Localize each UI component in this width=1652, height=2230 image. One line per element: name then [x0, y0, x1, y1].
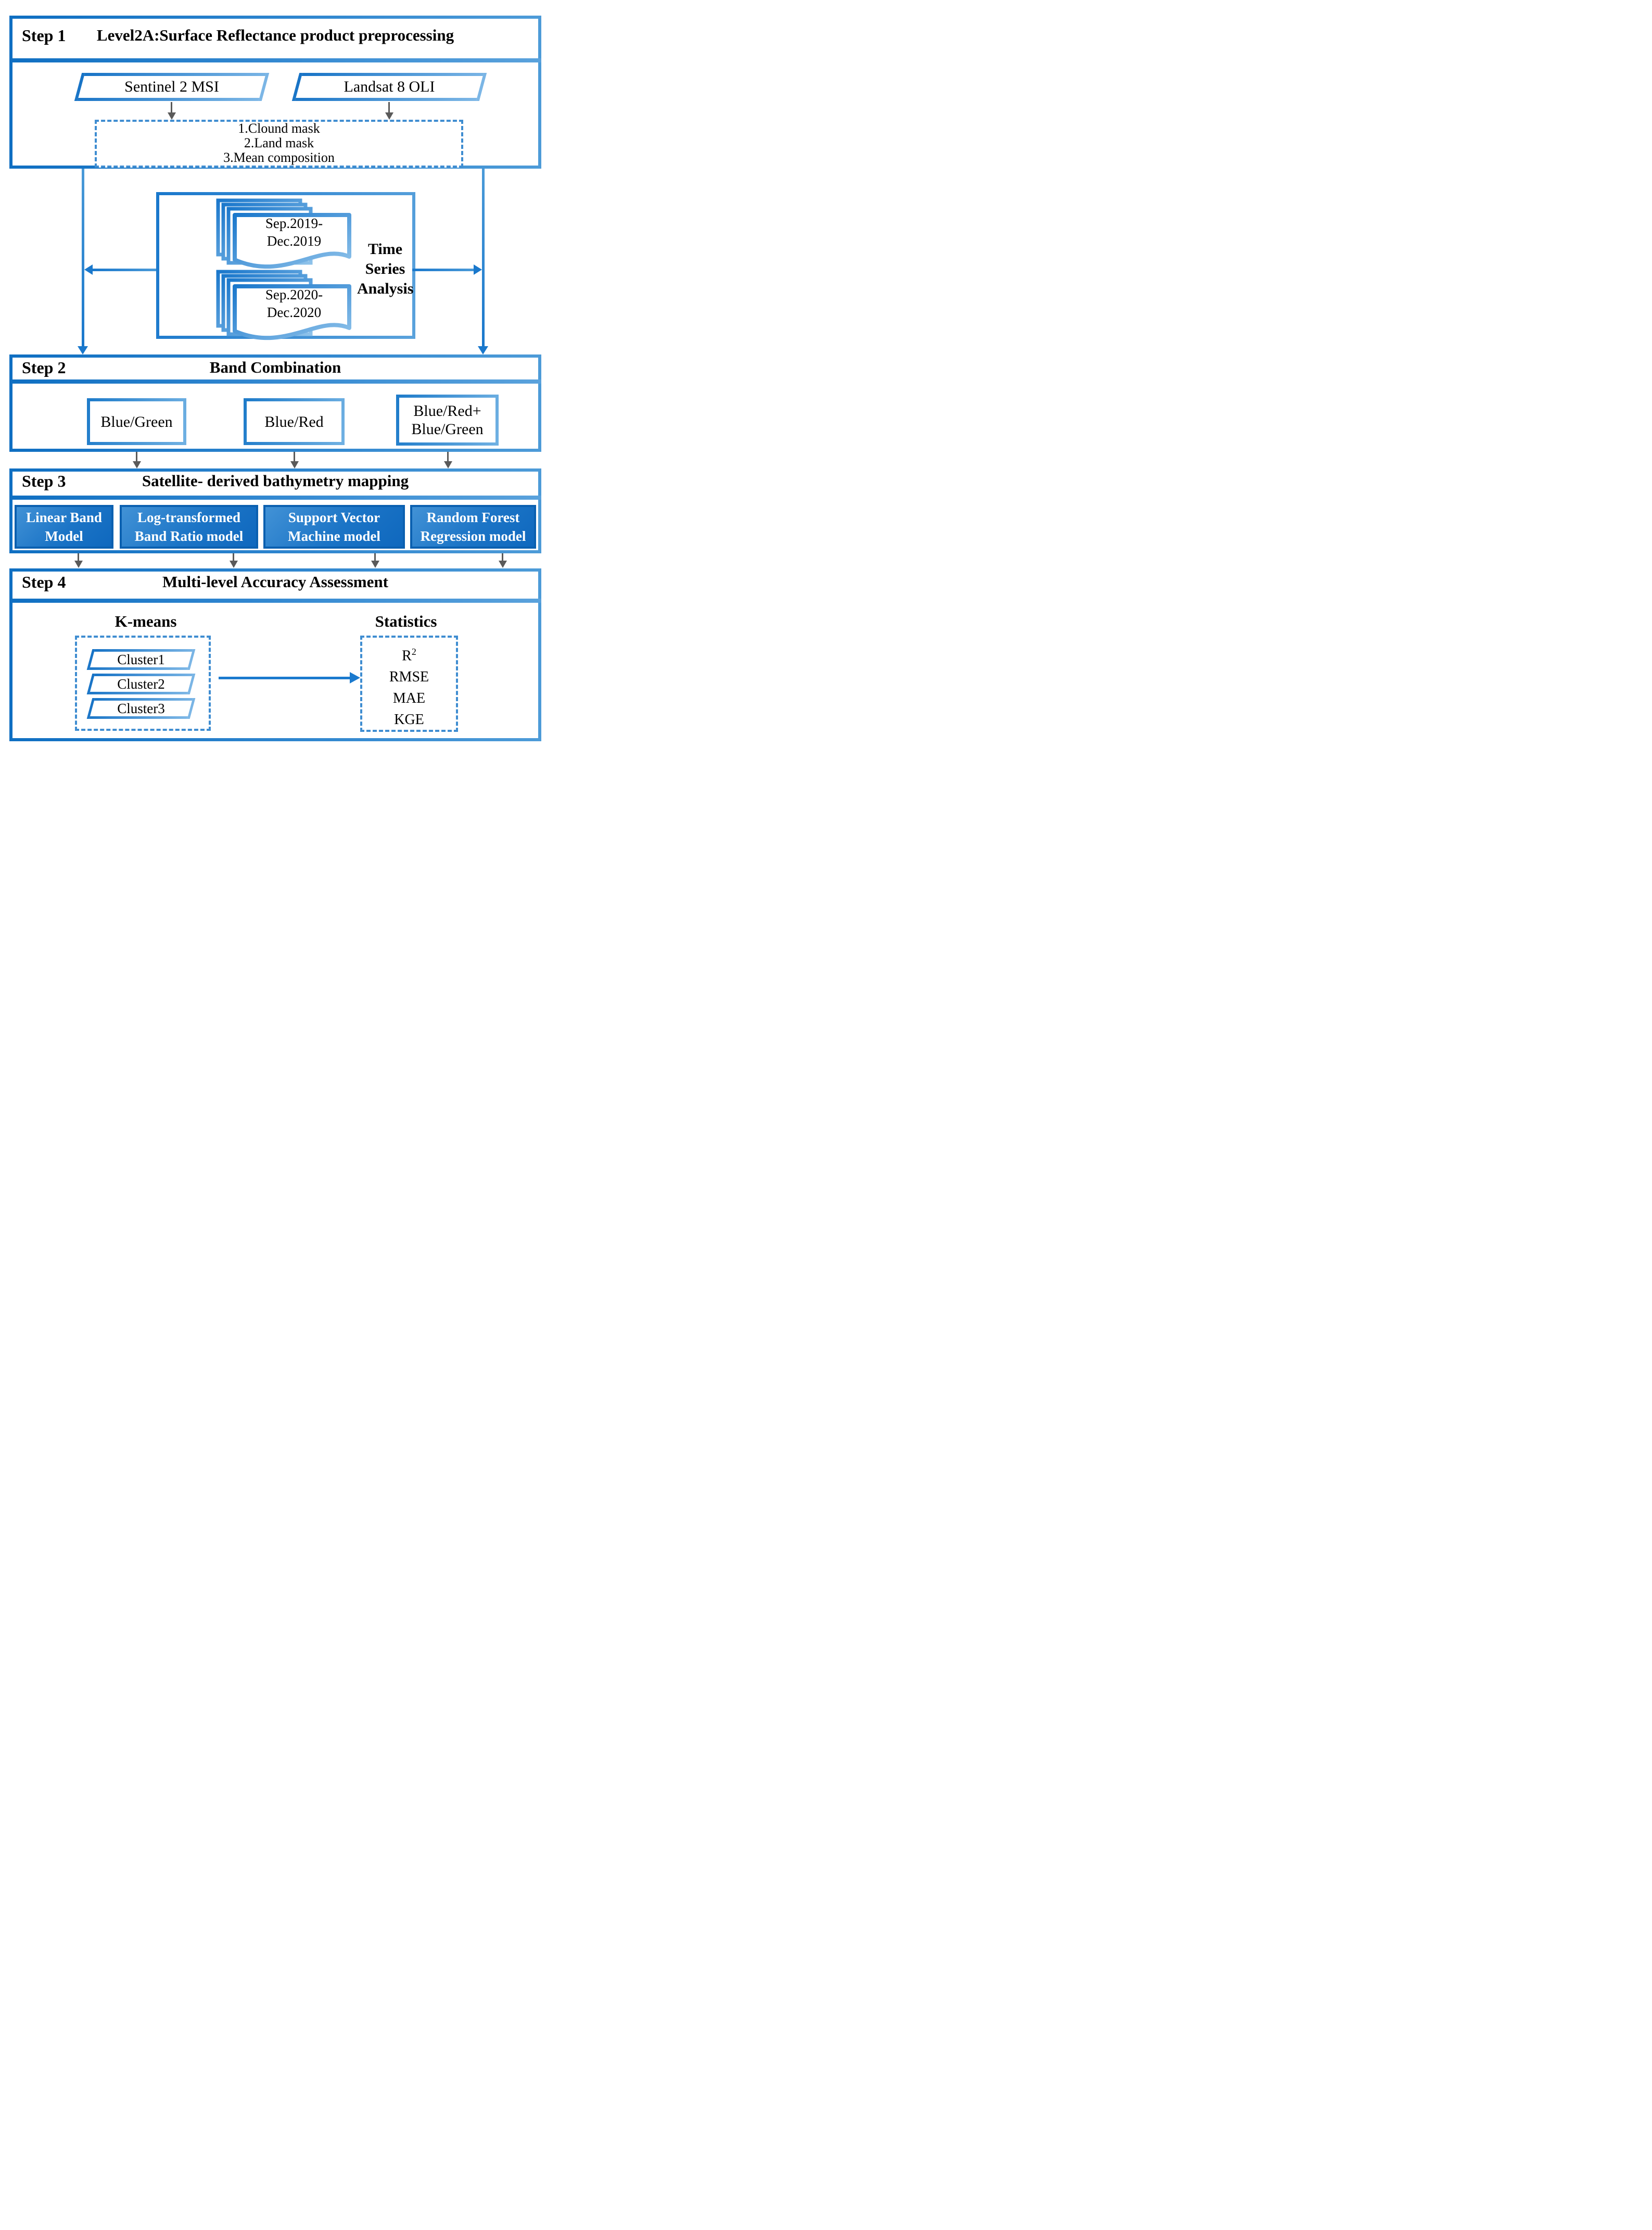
metric-r-base: R	[402, 648, 412, 664]
period-2019-line1: Sep.2019-	[265, 216, 323, 231]
cluster3-label: Cluster3	[117, 700, 165, 716]
linear-band-model-label: Linear Band Model	[26, 508, 102, 546]
model4-line2: Regression model	[420, 528, 526, 544]
step4-title: Multi-level Accuracy Assessment	[162, 573, 388, 591]
statistics-metrics: R2 RMSE MAE KGE	[360, 641, 458, 730]
model2-line2: Band Ratio model	[134, 528, 244, 544]
down-arrow-icon	[499, 561, 507, 568]
model1-line2: Model	[45, 528, 83, 544]
preprocessing-step-2: 2.Land mask	[244, 135, 314, 150]
model4-line1: Random Forest	[426, 510, 520, 525]
time-series-title-line1: Time	[367, 240, 403, 258]
right-out-arrowhead-icon	[474, 264, 482, 275]
band-blue-green-label: Blue/Green	[100, 413, 173, 430]
step1-divider	[9, 58, 541, 62]
svm-model-box: Support Vector Machine model	[263, 505, 405, 549]
random-forest-model-box: Random Forest Regression model	[410, 505, 536, 549]
metric-r-sup: 2	[411, 647, 416, 657]
period-2019-label: Sep.2019- Dec.2019	[245, 214, 344, 250]
step1-title: Level2A:Surface Reflectance product prep…	[96, 26, 454, 44]
down-arrow-icon	[385, 112, 393, 120]
right-connector-line	[482, 169, 485, 346]
random-forest-model-label: Random Forest Regression model	[421, 508, 526, 546]
step4-label: Step 4	[22, 573, 66, 591]
cluster2-label: Cluster2	[117, 676, 165, 692]
down-arrow-icon	[388, 102, 390, 115]
down-arrow-icon	[133, 461, 141, 468]
right-connector-arrowhead-icon	[478, 346, 488, 354]
left-out-arrow-line	[93, 269, 156, 271]
step3-title: Satellite- derived bathymetry mapping	[142, 472, 409, 490]
preprocessing-step-3: 3.Mean composition	[223, 150, 335, 165]
down-arrow-icon	[136, 452, 137, 462]
band-blue-red-box: Blue/Red	[244, 398, 345, 445]
band-combo-line1: Blue/Red+	[413, 402, 481, 420]
band-combo-line2: Blue/Green	[411, 421, 484, 438]
down-arrow-icon	[233, 553, 234, 562]
band-blue-green-box: Blue/Green	[87, 398, 186, 445]
kmeans-to-stats-arrow-line	[219, 677, 350, 679]
metric-r2: R2	[360, 641, 458, 666]
period-2020-line1: Sep.2020-	[265, 287, 323, 302]
metric-kge: KGE	[394, 712, 424, 728]
model3-line2: Machine model	[288, 528, 380, 544]
flowchart-page: Step 1 Level2A:Surface Reflectance produ…	[0, 0, 551, 743]
down-arrow-icon	[444, 461, 452, 468]
left-out-arrowhead-icon	[84, 264, 93, 275]
linear-band-model-box: Linear Band Model	[15, 505, 113, 549]
step1-label: Step 1	[22, 26, 66, 45]
down-arrow-icon	[374, 553, 376, 562]
down-arrow-icon	[230, 561, 238, 568]
down-arrow-icon	[171, 102, 172, 115]
step2-divider	[9, 379, 541, 384]
time-series-title: Time Series Analysis	[357, 239, 413, 299]
down-arrow-icon	[447, 452, 449, 462]
statistics-dashed-box	[360, 636, 458, 732]
log-band-ratio-model-box: Log-transformed Band Ratio model	[120, 505, 258, 549]
down-arrow-icon	[502, 553, 503, 562]
step2-title: Band Combination	[209, 358, 341, 376]
model2-line1: Log-transformed	[137, 510, 240, 525]
document-stack-2020-icon	[216, 270, 351, 340]
band-combo-label: Blue/Red+ Blue/Green	[411, 402, 483, 438]
down-arrow-icon	[290, 461, 299, 468]
log-band-ratio-model-label: Log-transformed Band Ratio model	[135, 508, 244, 546]
step3-label: Step 3	[22, 472, 66, 490]
step4-divider	[9, 599, 541, 603]
preprocessing-dashed-box	[95, 120, 463, 168]
period-2019-line2: Dec.2019	[266, 233, 322, 249]
statistics-section-label: Statistics	[375, 612, 437, 630]
model3-line1: Support Vector	[288, 510, 380, 525]
cluster1-label: Cluster1	[117, 651, 165, 667]
model1-line1: Linear Band	[26, 510, 102, 525]
period-2020-label: Sep.2020- Dec.2020	[245, 286, 344, 321]
left-connector-arrowhead-icon	[78, 346, 88, 354]
step3-divider	[9, 496, 541, 500]
step2-label: Step 2	[22, 358, 66, 377]
kmeans-to-stats-arrowhead-icon	[350, 672, 360, 683]
landsat8-label: Landsat 8 OLI	[344, 78, 435, 95]
left-connector-line	[82, 169, 84, 346]
preprocessing-step-1: 1.Clound mask	[238, 121, 320, 136]
down-arrow-icon	[78, 553, 79, 562]
down-arrow-icon	[294, 452, 295, 462]
preprocessing-steps: 1.Clound mask 2.Land mask 3.Mean composi…	[95, 121, 463, 165]
metric-mae: MAE	[392, 690, 426, 707]
metric-rmse: RMSE	[389, 669, 429, 686]
band-blue-red-plus-blue-green-box: Blue/Red+ Blue/Green	[396, 395, 499, 446]
down-arrow-icon	[168, 112, 176, 120]
down-arrow-icon	[74, 561, 83, 568]
sentinel2-label: Sentinel 2 MSI	[124, 78, 219, 95]
band-blue-red-label: Blue/Red	[264, 413, 324, 430]
svm-model-label: Support Vector Machine model	[288, 508, 380, 546]
period-2020-line2: Dec.2020	[266, 305, 322, 320]
document-stack-2019-icon	[216, 198, 351, 269]
kmeans-section-label: K-means	[115, 612, 177, 630]
time-series-title-line2: Series	[365, 260, 405, 277]
down-arrow-icon	[371, 561, 379, 568]
time-series-title-line3: Analysis	[357, 280, 414, 297]
right-out-arrow-line	[412, 269, 475, 271]
